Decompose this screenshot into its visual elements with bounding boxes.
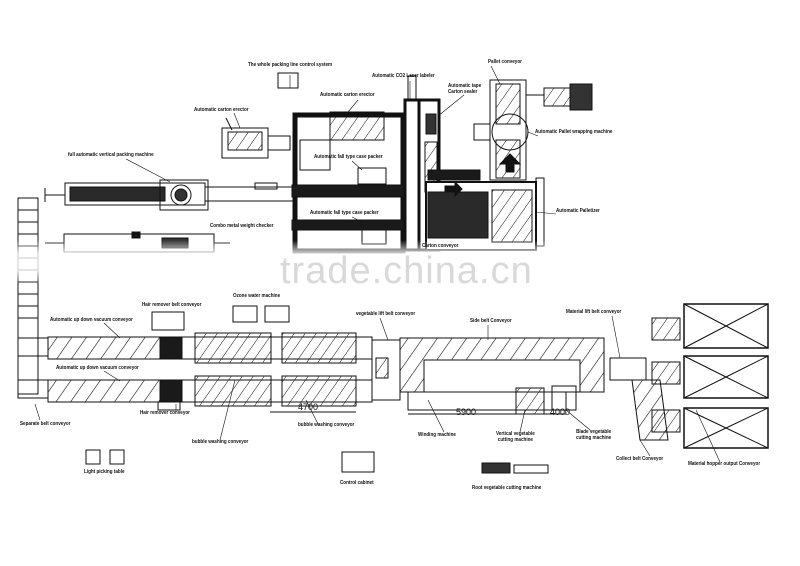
label-co2-laser: Automatic CO2 Laser labeler	[372, 73, 435, 79]
material-lift-collect-belt	[609, 317, 681, 441]
bubble-washing-conveyors	[181, 332, 373, 413]
label-carton-erector-top: Automatic carton erector	[320, 92, 375, 98]
vacuum-conveyor-2	[47, 379, 161, 403]
label-hopper-output: Material hopper output Conveyor	[688, 461, 761, 467]
label-palletizer: Automatic Palletizer	[556, 208, 600, 214]
light-picking-table-1	[85, 449, 101, 465]
label-separate-belt: Separate belt conveyor	[20, 421, 71, 427]
control-system-box	[277, 72, 299, 89]
label-control-system: The whole packing line control system	[248, 62, 333, 68]
carton-erector-left	[221, 117, 291, 159]
label-pallet-wrapping: Automatic Pallet wrapping machine	[535, 129, 613, 135]
watermark-text: trade.china.cn	[280, 250, 533, 292]
separate-belt-conveyor	[17, 197, 49, 399]
label-collect-belt: Collect belt Conveyor	[616, 456, 664, 462]
label-light-picking: Light picking table	[84, 469, 125, 475]
label-bubble-washing-1: bubble washing conveyor	[192, 439, 249, 445]
side-belt-conveyor	[399, 337, 605, 393]
hair-remover-conveyors	[151, 311, 185, 411]
light-picking-table-2	[109, 449, 125, 465]
label-control-cabinet: Control cabinet	[340, 480, 374, 486]
label-vacuum-conveyor-1: Automatic up down vacuum conveyor	[50, 317, 133, 323]
control-cabinet	[341, 451, 375, 473]
label-case-packer-1: Automatic fall type case packer	[314, 154, 383, 160]
label-vertical-packing: full automatic vertical packing machine	[68, 152, 154, 158]
dimension-4000: 4000	[550, 407, 571, 417]
label-hair-remover-bottom: Hair remover conveyor	[140, 410, 190, 416]
watermark-band	[0, 240, 800, 284]
palletizer	[425, 177, 545, 251]
label-case-packer-2: Automatic fall type case packer	[310, 210, 379, 216]
vertical-packing-machine	[44, 179, 209, 211]
vegetable-lift-conveyor	[371, 339, 401, 401]
material-hoppers	[683, 303, 769, 449]
label-material-lift: Material lift belt conveyor	[566, 309, 622, 315]
label-carton-erector-left: Automatic carton erector	[194, 107, 249, 113]
root-vegetable-cutting	[481, 462, 549, 474]
vacuum-conveyor-1	[47, 336, 161, 360]
label-hair-remover-top: Hair remover belt conveyor	[142, 302, 202, 308]
label-blade-cutting: Blade vegetable cutting machine	[576, 429, 612, 441]
label-bubble-washing-2: bubble washing conveyor	[298, 422, 355, 428]
label-vacuum-conveyor-2: Automatic up down vacuum conveyor	[56, 365, 139, 371]
label-root-cutting: Root vegetable cutting machine	[472, 485, 542, 491]
ozone-water-machines	[232, 305, 290, 323]
label-vertical-cutting: Vertical vegetable cutting machine	[496, 431, 535, 443]
label-metal-weight-checker: Combo metal weight checker	[210, 223, 274, 229]
dimension-4700: 4700	[298, 402, 319, 412]
cutting-machines-row	[407, 385, 577, 415]
label-side-belt: Side belt Conveyor	[470, 318, 512, 324]
label-veg-lift: vegetable lift belt conveyor	[356, 311, 416, 317]
label-pallet-conveyor: Pallet conveyor	[488, 59, 522, 65]
dimension-5900: 5900	[456, 407, 477, 417]
case-packer-block	[291, 111, 406, 254]
label-winding: Winding machine	[418, 432, 456, 438]
label-ozone-water: Ozone water machine	[233, 293, 281, 299]
label-tape-sealer: Automatic tape Carton sealer	[448, 83, 482, 95]
pallet-wrapping-column	[473, 79, 593, 181]
label-carton-conveyor: Carton conveyor	[422, 243, 459, 249]
leader-lines	[34, 65, 721, 463]
